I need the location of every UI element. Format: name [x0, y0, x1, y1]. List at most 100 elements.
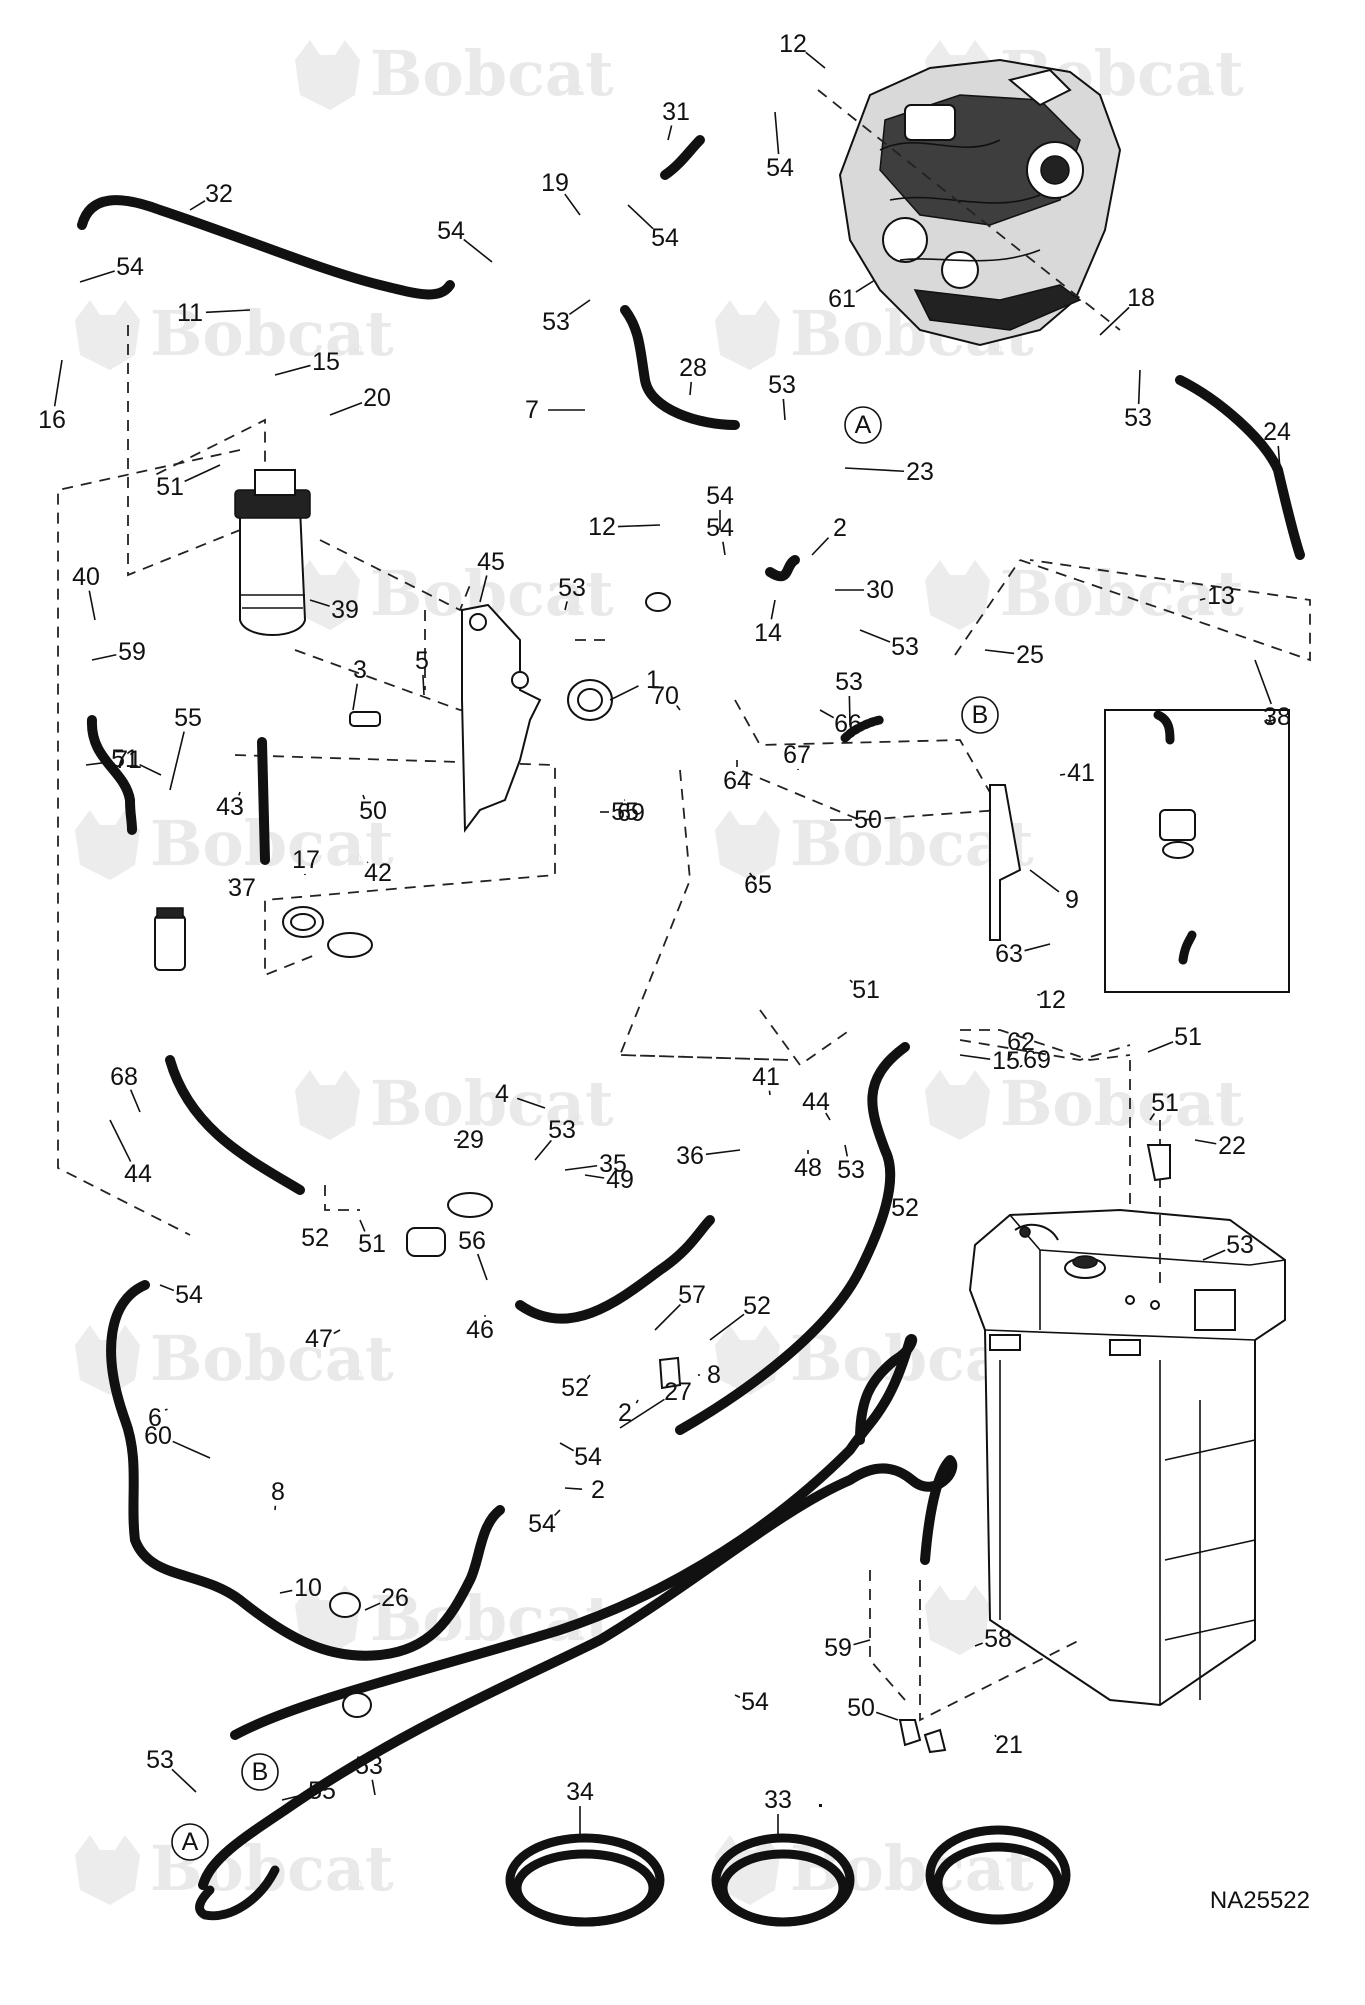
callout-leader — [618, 525, 660, 527]
callout-number: 50 — [854, 806, 882, 834]
callout-leader — [723, 542, 725, 555]
svg-text:Bobcat: Bobcat — [150, 807, 394, 880]
callout-number: 39 — [331, 596, 359, 624]
circled-ref: B — [242, 1754, 278, 1790]
callout-number: 54 — [766, 154, 794, 182]
callout-leader — [560, 1443, 574, 1451]
callout-number: 51 — [1174, 1023, 1202, 1051]
svg-text:®: ® — [990, 1877, 1002, 1894]
callout-number: 63 — [995, 940, 1023, 968]
callout-number: 17 — [292, 846, 320, 874]
callout-leader — [565, 194, 580, 215]
callout-number: 47 — [305, 1325, 333, 1353]
callout-leader — [655, 1305, 680, 1330]
callout-leader — [735, 1695, 740, 1697]
callout-number: 31 — [662, 98, 690, 126]
callout-leader — [690, 382, 691, 395]
callout-number: 23 — [906, 458, 934, 486]
bobcat-watermark: Bobcat® — [295, 37, 614, 110]
callout-number: 53 — [891, 633, 919, 661]
callout-leader — [170, 732, 184, 790]
callout-number: 10 — [294, 1574, 322, 1602]
drawing-number: NA25522 — [1210, 1887, 1310, 1914]
callout-number: 20 — [363, 384, 391, 412]
callout-number: 53 — [1226, 1231, 1254, 1259]
callout-number: 40 — [72, 563, 100, 591]
svg-text:Bobcat: Bobcat — [1000, 1067, 1244, 1140]
callout-leader — [783, 399, 785, 420]
callout-leader — [423, 675, 424, 695]
svg-text:®: ® — [350, 1367, 362, 1384]
callout-number: 13 — [1207, 582, 1235, 610]
callout-number: 53 — [146, 1746, 174, 1774]
callout-number: 59 — [824, 1634, 852, 1662]
callout-leader — [1025, 944, 1050, 951]
circled-ref: A — [845, 407, 881, 443]
callout-number: 9 — [1065, 886, 1079, 914]
callout-leader — [1030, 870, 1059, 892]
callout-leader — [845, 468, 904, 471]
callout-number: 68 — [110, 1063, 138, 1091]
svg-text:A: A — [182, 1828, 199, 1856]
callout-number: 54 — [574, 1443, 602, 1471]
callout-number: 53 — [837, 1156, 865, 1184]
bobcat-watermark: Bobcat® — [925, 1067, 1244, 1140]
callout-leader — [636, 1400, 638, 1403]
callout-number: 18 — [1127, 284, 1155, 312]
callout-number: 58 — [984, 1625, 1012, 1653]
callout-number: 5 — [415, 647, 429, 675]
callout-leader — [565, 1166, 597, 1170]
callout-number: 53 — [558, 574, 586, 602]
callout-number: 14 — [754, 619, 782, 647]
callout-leader — [1139, 370, 1140, 404]
callout-number: 54 — [116, 253, 144, 281]
callout-leader — [628, 205, 653, 229]
callout-number: 67 — [783, 741, 811, 769]
callout-number: 50 — [359, 797, 387, 825]
callout-number: 24 — [1263, 418, 1291, 446]
callout-leader — [172, 1769, 196, 1792]
callout-number: 51 — [358, 1230, 386, 1258]
bobcat-watermark: Bobcat® — [75, 297, 394, 370]
callout-number: 48 — [794, 1154, 822, 1182]
callout-number: 64 — [723, 767, 751, 795]
callout-leader — [1148, 1042, 1173, 1052]
callout-number: 52 — [891, 1194, 919, 1222]
callout-number: 56 — [458, 1227, 486, 1255]
svg-text:®: ® — [350, 852, 362, 869]
callout-number: 11 — [177, 299, 203, 327]
callout-leader — [464, 239, 492, 262]
callout-leader — [80, 271, 115, 282]
callout-leader — [185, 465, 220, 481]
callout-leader — [173, 1441, 210, 1458]
svg-text:B: B — [972, 701, 989, 729]
callout-leader — [1255, 660, 1271, 704]
callout-leader — [353, 684, 357, 710]
callout-number: 66 — [834, 710, 862, 738]
callout-number: 51 — [1151, 1089, 1179, 1117]
callout-leader — [140, 765, 161, 775]
callout-number: 54 — [175, 1281, 203, 1309]
callout-number: 44 — [802, 1088, 830, 1116]
svg-text:®: ® — [570, 82, 582, 99]
callout-leader — [565, 1488, 582, 1489]
callout-leader — [190, 201, 205, 210]
callout-number: 12 — [588, 513, 616, 541]
callout-leader — [771, 600, 775, 619]
callout-number: 53 — [355, 1752, 383, 1780]
circled-ref: A — [172, 1824, 208, 1860]
callout-number: 29 — [456, 1126, 484, 1154]
callout-number: 15 — [312, 348, 340, 376]
callout-number: 52 — [301, 1224, 329, 1252]
callout-number: 33 — [764, 1786, 792, 1814]
callout-number: 54 — [651, 224, 679, 252]
callout-leader — [856, 280, 875, 292]
callout-number: 45 — [477, 548, 505, 576]
callout-number: 54 — [706, 482, 734, 510]
callout-leader — [372, 1780, 375, 1795]
svg-text:®: ® — [350, 1877, 362, 1894]
svg-text:Bobcat: Bobcat — [150, 1322, 394, 1395]
callout-number: 52 — [743, 1292, 771, 1320]
callout-leader — [706, 1150, 740, 1154]
